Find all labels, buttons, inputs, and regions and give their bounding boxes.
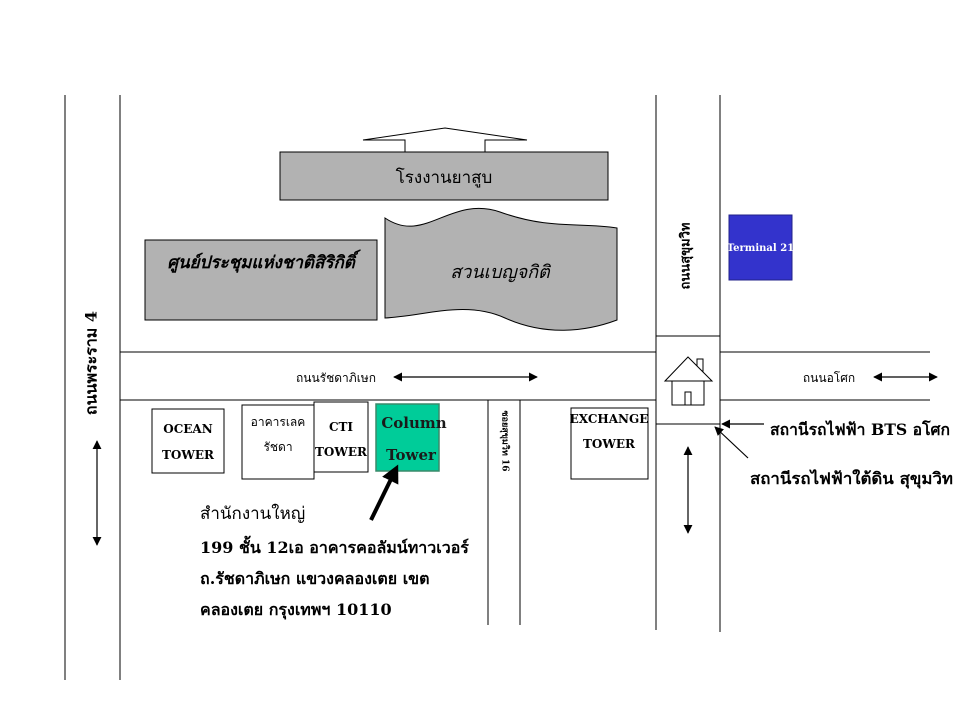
bts-station-label: สถานีรถไฟฟ้า BTS อโศก: [770, 419, 950, 439]
column-tower-building: Column Tower: [375, 403, 447, 472]
building-label: TOWER: [583, 437, 636, 451]
tobacco-factory-block: [279, 151, 609, 201]
mrt-pointer-arrow: [714, 426, 749, 459]
ocean-tower-building: OCEAN TOWER: [151, 408, 225, 474]
building-label: อาคารเลค: [251, 415, 306, 429]
building-label: รัชดา: [263, 440, 292, 454]
address-line: 199 ชั้น 12เอ อาคารคอลัมน์ทาวเวอร์: [200, 535, 469, 557]
asok-road-label: ถนนอโศก: [803, 371, 855, 385]
park-area: [384, 207, 618, 331]
building-label: EXCHANGE: [570, 412, 649, 426]
tobacco-factory-label: โรงงานยาสูบ: [396, 167, 493, 188]
address-line: ถ.รัชดาภิเษก แขวงคลองเตย เขต: [200, 569, 429, 588]
convention-center-label: ศูนย์ประชุมแห่งชาติสิริกิติ์: [167, 249, 362, 273]
building-label: TOWER: [162, 448, 215, 462]
soi-road-label: ซอยสุขุมวิท 16: [500, 410, 511, 471]
building-label: TOWER: [315, 445, 368, 459]
mrt-station-label: สถานีรถไฟฟ้าใต้ดิน สุขุมวิท: [750, 469, 953, 489]
pointer-arrow-icon: [369, 464, 399, 521]
house-icon: [663, 356, 714, 406]
building-label: CTI: [329, 420, 353, 434]
address-line: คลองเตย กรุงเทพฯ 10110: [200, 600, 392, 620]
lake-rajada-building: อาคารเลค รัชดา: [241, 404, 315, 480]
exchange-tower-building: EXCHANGE TOWER: [570, 407, 649, 480]
building-label: Tower: [386, 446, 437, 464]
terminal21-label: Terminal 21: [727, 243, 794, 254]
ratchadaphisek-road-label: ถนนรัชดาภิเษก: [296, 371, 376, 385]
rama4-road-label: ถนนพระราม 4: [82, 311, 101, 415]
building-label: Column: [381, 414, 446, 432]
address-block: สำนักงานใหญ่ 199 ชั้น 12เอ อาคารคอลัมน์ท…: [200, 503, 469, 620]
terminal21-block: [728, 214, 793, 281]
cti-tower-building: CTI TOWER: [313, 401, 369, 473]
up-arrow-icon: [362, 127, 528, 153]
sukhumvit-road-label: ถนนสุขุมวิท: [679, 223, 694, 290]
building-label: OCEAN: [163, 422, 212, 436]
convention-center-block: [144, 239, 378, 321]
address-heading: สำนักงานใหญ่: [200, 503, 305, 524]
park-label: สวนเบญจกิติ: [450, 262, 551, 283]
